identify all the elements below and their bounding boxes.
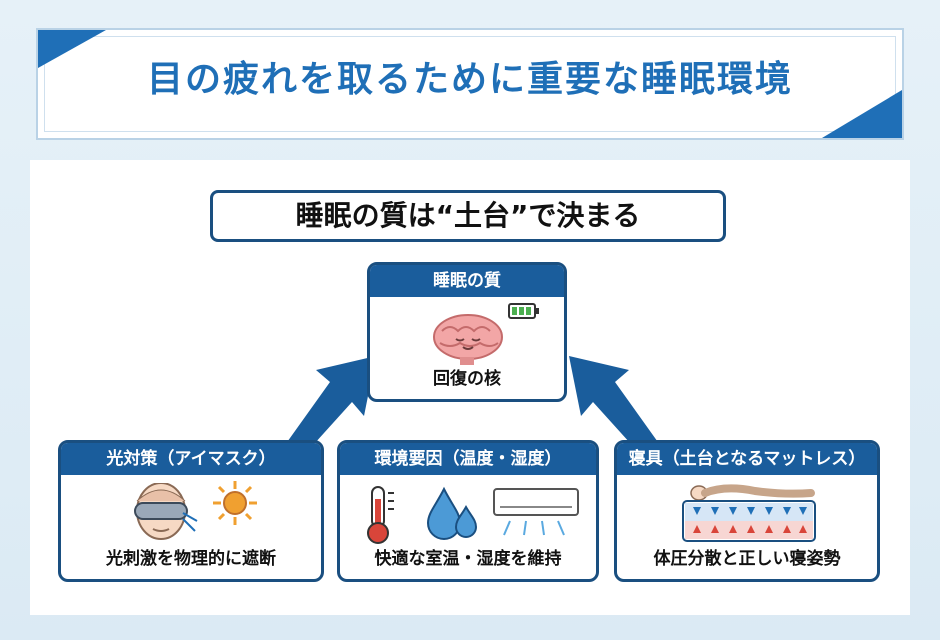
environment-box: 環境要因（温度・湿度） 快適な室温・湿度を維持 <box>337 440 599 582</box>
air-conditioner-icon <box>493 488 579 536</box>
light-control-box: 光対策（アイマスク） 光刺激を物理的に遮断 <box>58 440 324 582</box>
title-banner: 目の疲れを取るために重要な睡眠環境 <box>36 28 904 140</box>
eye-mask-icon <box>134 483 198 540</box>
thermometer-icon <box>367 486 394 544</box>
arrow-right-to-center <box>569 356 665 460</box>
banner-corner-bottom-right <box>822 90 902 138</box>
banner-corner-top-left <box>38 30 106 68</box>
sleep-quality-heading: 睡眠の質 <box>370 265 564 297</box>
sleep-quality-caption: 回復の核 <box>433 369 501 389</box>
bedding-heading: 寝具（土台となるマットレス） <box>617 443 877 475</box>
light-control-heading: 光対策（アイマスク） <box>61 443 321 475</box>
page-title: 目の疲れを取るために重要な睡眠環境 <box>146 59 793 100</box>
environment-caption: 快適な室温・湿度を維持 <box>374 549 562 569</box>
battery-icon <box>508 303 539 319</box>
diagram-subtitle: 睡眠の質は“土台”で決まる <box>210 190 726 242</box>
bedding-caption: 体圧分散と正しい寝姿勢 <box>653 549 841 569</box>
sun-icon <box>213 481 257 525</box>
bedding-box: 寝具（土台となるマットレス） 体圧分散と正しい寝姿勢 <box>614 440 880 582</box>
water-drop-icon <box>426 486 478 540</box>
brain-icon <box>433 314 503 365</box>
light-control-caption: 光刺激を物理的に遮断 <box>106 549 276 569</box>
sleep-quality-box: 睡眠の質 回復の核 <box>367 262 567 402</box>
environment-heading: 環境要因（温度・湿度） <box>340 443 596 475</box>
arrow-left-to-center <box>280 356 376 460</box>
mattress-icon <box>682 484 816 542</box>
title-banner-frame <box>44 36 896 132</box>
